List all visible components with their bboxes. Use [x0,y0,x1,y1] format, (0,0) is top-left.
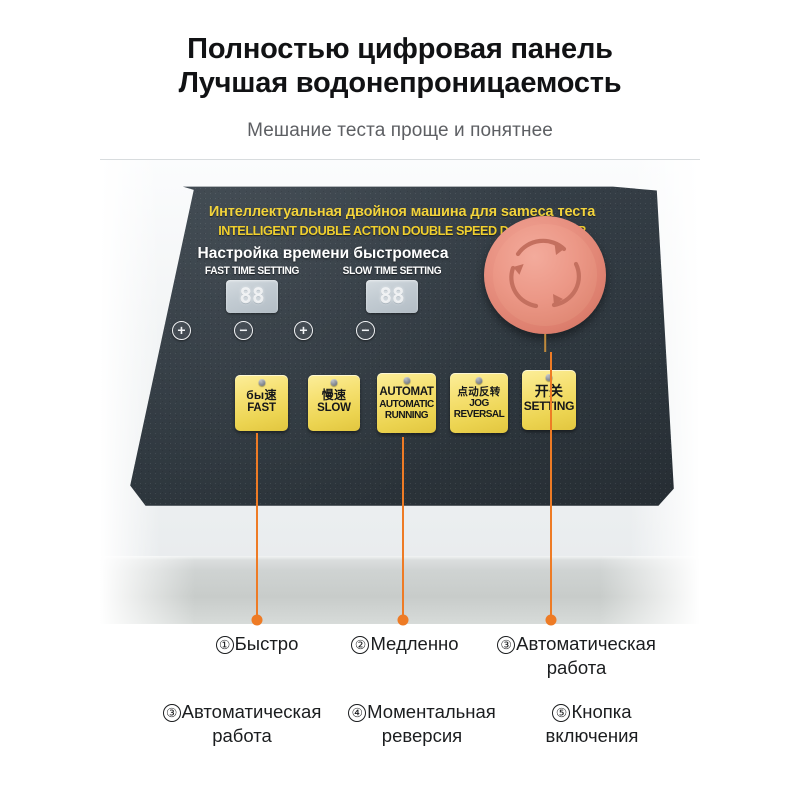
page-title: Полностью цифровая панель Лучшая водонеп… [0,32,800,100]
leader-line-auto [402,437,404,615]
rotation-arrows-icon [509,238,581,309]
callout-4-number: ④ [348,704,367,722]
callout-4-text-line2: реверсия [381,725,463,746]
base-fade-right [600,556,700,624]
callout-4-text-line1: Моментальная [367,701,496,722]
setting-button-label-cn: 开关 [534,383,564,399]
slow-button-label-en: SLOW [317,402,351,414]
slow-time-setting-label: SLOW TIME SETTING [342,265,442,277]
fast-button[interactable]: бы速 FAST [235,375,288,431]
fast-display-value: 88 [239,284,265,308]
knob-leader-stem [544,334,546,352]
minus-icon: − [239,321,248,338]
callout-2-text: Медленно [370,633,459,654]
leader-line-setting [550,352,552,615]
jog-button-label-en-1: JOG [469,398,489,409]
slow-time-minus-button[interactable]: − [356,321,375,340]
headline-line-1: Полностью цифровая панель [187,33,613,65]
callout-3-text-line2: работа [546,657,607,678]
slow-display-value: 88 [379,284,405,308]
setting-power-button[interactable]: 开关 SETTING [522,370,576,430]
fast-time-setting-label: FAST TIME SETTING [204,265,300,277]
callout-dot-1 [251,614,263,626]
fast-time-minus-button[interactable]: − [234,321,253,340]
callout-5-number: ⑤ [552,704,571,722]
led-indicator-icon [475,377,483,384]
time-setting-section-title: Настройка времени быстромеса [197,245,449,262]
jog-reversal-button[interactable]: 点动反转 JOG REVERSAL [450,373,508,433]
automatic-button-label-2: AUTOMATIC [379,399,434,410]
panel-title-english: INTELLIGENT DOUBLE ACTION DOUBLE SPEED D… [218,223,586,238]
jog-button-label-en-2: REVERSAL [453,409,505,421]
led-indicator-icon [545,374,553,381]
callout-3-text-line1: Автоматическая [516,633,656,654]
callout-dot-2 [397,614,409,626]
base-fade-left [100,556,195,624]
callout-3b-number: ③ [162,704,181,722]
callout-5-text-line1: Кнопка [571,701,632,722]
leader-line-fast [256,433,258,615]
headline-line-2: Лучшая водонепроницаемость [178,67,622,99]
callout-3-number: ③ [497,636,516,654]
callout-1-number: ① [215,636,234,654]
fast-time-plus-button[interactable]: + [172,321,191,340]
minus-icon: − [361,321,370,338]
led-indicator-icon [258,379,265,386]
slow-time-display: 88 [366,280,418,313]
fast-button-label-en: FAST [247,402,276,414]
automatic-running-button[interactable]: AUTOMAT AUTOMATIC RUNNING [377,373,436,433]
callout-1-text: Быстро [234,633,299,654]
slow-button-label-cn: 慢速 [321,388,347,402]
callout-3b-text-line1: Автоматическая [181,701,322,722]
emergency-rotary-knob[interactable] [484,216,606,352]
fast-time-display: 88 [226,280,278,313]
automatic-button-label-3: RUNNING [384,410,429,422]
callout-3b-text-line2: работа [212,725,272,746]
plus-icon: + [177,321,186,338]
led-indicator-icon [403,377,410,384]
slow-button[interactable]: 慢速 SLOW [308,375,360,431]
plus-icon: + [299,321,308,338]
callout-2-number: ② [351,636,370,654]
automatic-button-label-1: AUTOMAT [379,386,434,398]
jog-button-label-cn: 点动反转 [457,386,501,398]
slow-time-plus-button[interactable]: + [294,321,313,340]
setting-button-label-en: SETTING [523,399,575,413]
panel-title-russian: Интеллектуальная двойноя машина для same… [208,204,596,220]
led-indicator-icon [330,379,338,386]
callout-5-text-line2: включения [545,725,639,746]
callout-dot-3 [545,614,557,626]
page-subtitle: Мешание теста проще и понятнее [247,120,553,141]
fast-button-label-cn: бы速 [246,388,277,402]
